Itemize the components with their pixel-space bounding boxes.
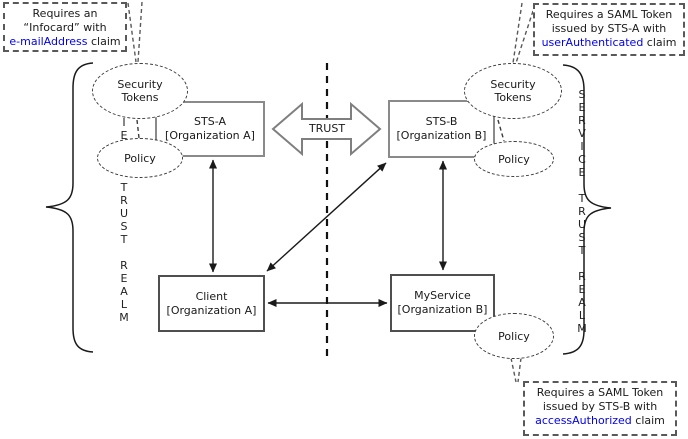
callout-saml-a-line3: userAuthenticated claim xyxy=(537,36,681,50)
callout-saml-a-after: claim xyxy=(646,36,677,49)
node-sts-a-name: STS-A xyxy=(194,115,226,128)
trust-arrow-label: TRUST xyxy=(303,121,351,136)
callout-saml-b-claim: accessAuthorized xyxy=(535,414,632,427)
callout-infocard-line3: e-mailAddress claim xyxy=(7,35,123,49)
node-myservice-name: MyService xyxy=(414,289,471,302)
callout-saml-a: Requires a SAML Token issued by STS-A wi… xyxy=(533,3,685,56)
callout-saml-b-after: claim xyxy=(635,414,665,427)
callout-infocard: Requires an “Infocard” with e-mailAddres… xyxy=(3,2,127,52)
node-client: Client [Organization A] xyxy=(158,275,265,332)
ellipse-policy-left-label: Policy xyxy=(124,151,156,165)
ellipse-policy-service-label: Policy xyxy=(498,329,530,343)
node-client-name: Client xyxy=(195,289,228,303)
connector-tokens-policy-left xyxy=(136,119,140,139)
service-realm-brace xyxy=(562,64,612,355)
ellipse-security-tokens-right: Security Tokens xyxy=(464,63,562,119)
node-sts-a-org: [Organization A] xyxy=(165,129,255,142)
node-myservice: MyService [Organization B] xyxy=(390,274,495,332)
callout-tail-saml-b xyxy=(510,357,522,383)
ellipse-policy-left: Policy xyxy=(97,138,183,178)
ellipse-policy-right-label: Policy xyxy=(498,152,530,166)
callout-saml-a-claim: userAuthenticated xyxy=(541,36,644,49)
callout-infocard-claim: e-mailAddress xyxy=(9,35,88,48)
callout-saml-b-line3: accessAuthorized claim xyxy=(527,414,673,428)
callout-infocard-after: claim xyxy=(91,35,121,48)
ellipse-security-tokens-right-label: Security Tokens xyxy=(490,78,536,104)
ellipse-security-tokens-left-label: Security Tokens xyxy=(117,78,163,104)
arrow-client-stsb xyxy=(266,162,387,272)
callout-saml-b: Requires a SAML Token issued by STS-B wi… xyxy=(523,381,677,436)
connector-tokens-policy-right xyxy=(497,119,505,142)
callout-tail-infocard xyxy=(127,1,143,63)
service-trust-realm-label: S E R V I C E T R U S T R E A L M xyxy=(577,88,587,335)
node-client-org: [Organization A] xyxy=(166,303,257,317)
ellipse-security-tokens-left: Security Tokens xyxy=(92,63,188,119)
callout-saml-a-line2: issued by STS-A with xyxy=(551,22,667,35)
callout-saml-b-line1: Requires a SAML Token xyxy=(536,386,664,399)
node-sts-b: STS-B [Organization B] xyxy=(388,100,495,158)
ellipse-policy-right: Policy xyxy=(474,141,554,177)
ellipse-policy-service: Policy xyxy=(474,313,554,359)
node-myservice-org: [Organization B] xyxy=(397,303,488,316)
node-sts-b-name: STS-B xyxy=(425,115,458,128)
node-sts-b-org: [Organization B] xyxy=(396,129,487,142)
callout-infocard-line2: “Infocard” with xyxy=(23,21,107,34)
client-realm-brace xyxy=(45,62,94,353)
callout-infocard-line1: Requires an xyxy=(32,7,98,20)
callout-saml-a-line1: Requires a SAML Token xyxy=(545,8,673,21)
callout-tail-saml-a xyxy=(512,2,534,64)
callout-saml-b-line2: issued by STS-B with xyxy=(542,400,658,413)
